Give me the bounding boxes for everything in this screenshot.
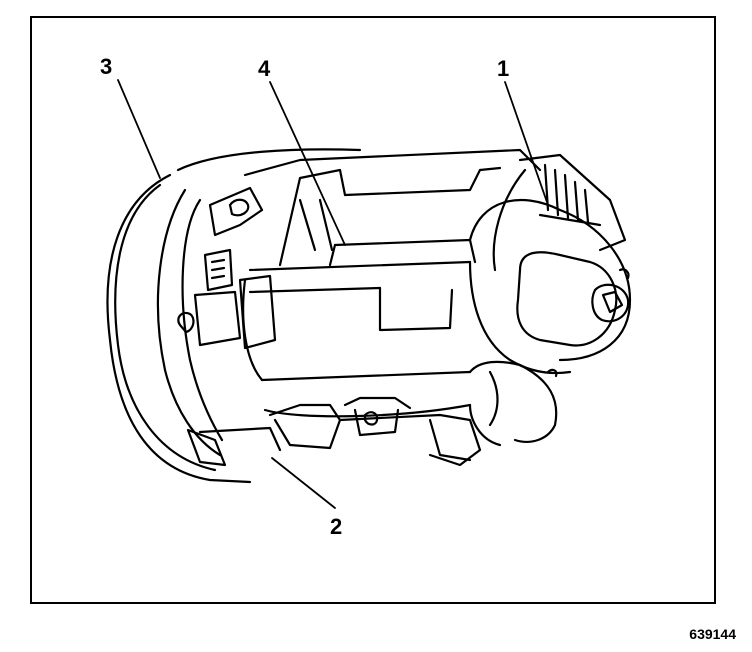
cylinder-body	[238, 148, 542, 418]
lower-sleeve	[468, 360, 558, 447]
retaining-ring	[177, 186, 264, 467]
lower-latch	[198, 396, 482, 467]
diagram-frame	[30, 16, 716, 604]
front-face	[468, 198, 632, 378]
leader-line-4	[269, 81, 346, 246]
leader-line-3	[117, 79, 161, 179]
callout-4: 4	[258, 56, 271, 81]
switch-contacts	[492, 153, 627, 272]
callout-3: 3	[100, 54, 113, 79]
lock-bar	[328, 238, 477, 267]
callout-1: 1	[497, 56, 510, 81]
housing-bezel	[106, 148, 362, 484]
leader-line-1	[504, 81, 549, 206]
leader-line-2	[271, 457, 336, 509]
figure-id: 639144	[689, 626, 736, 642]
leader-lines	[117, 79, 549, 509]
callout-2: 2	[330, 514, 343, 539]
